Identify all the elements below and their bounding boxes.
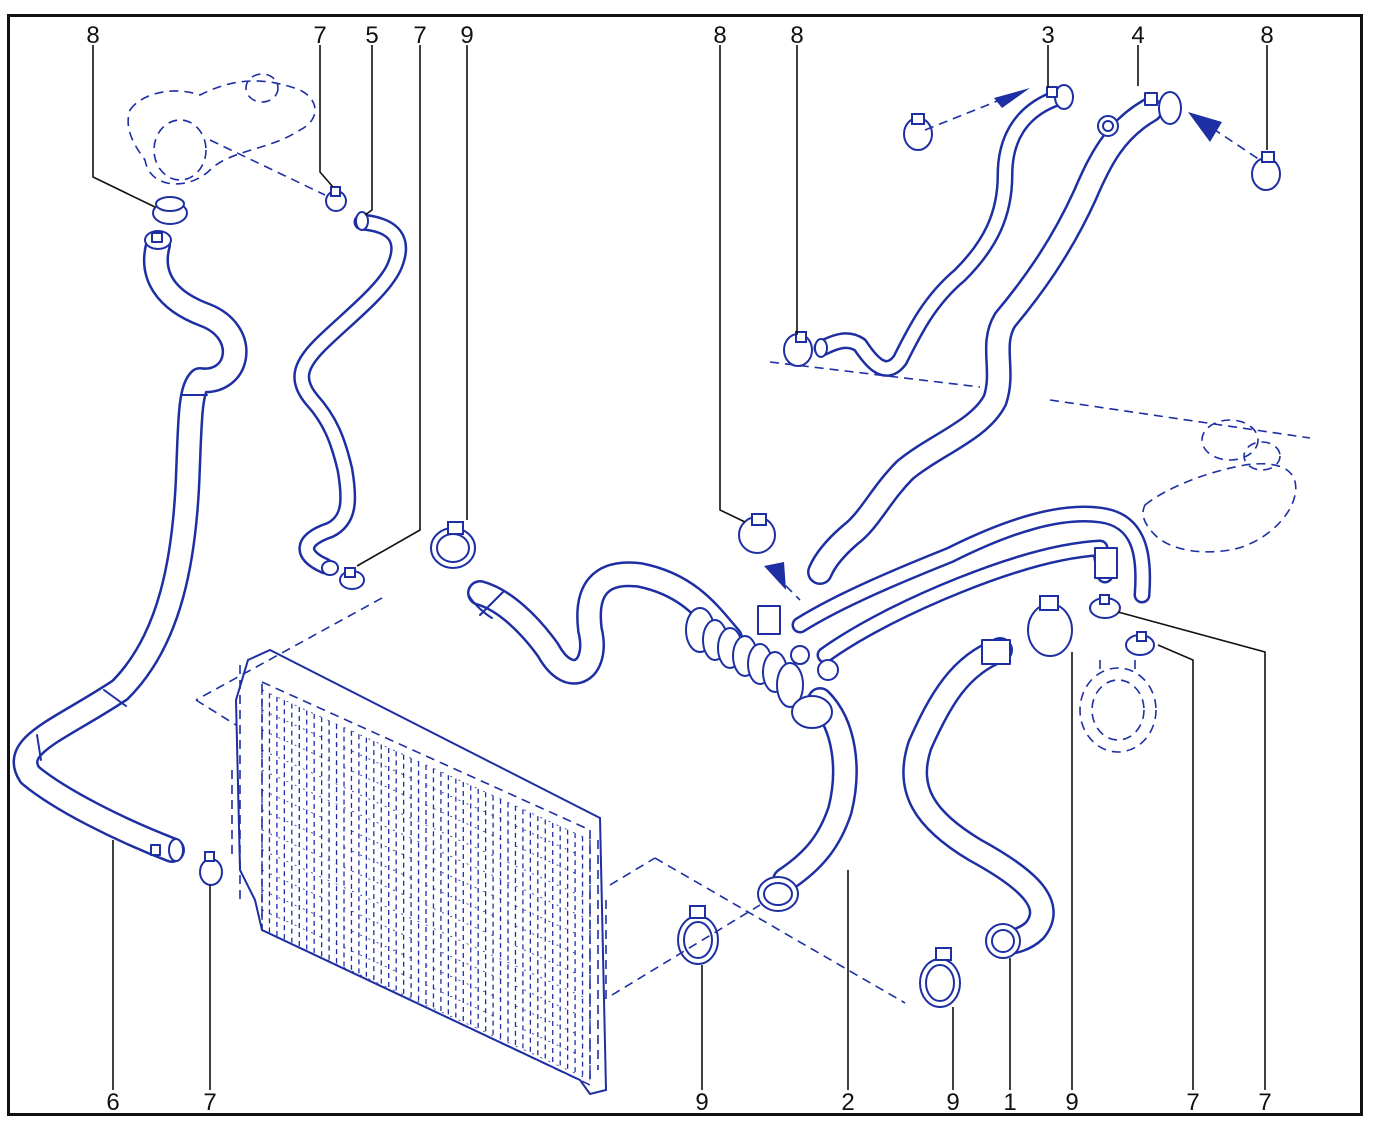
clamp-8-top-left (152, 196, 188, 225)
radiator-tube-row (261, 909, 591, 1061)
radiator-tube-row (261, 749, 591, 901)
hose-6 (12, 230, 248, 863)
callout-numbers: 8 7 5 7 9 8 8 3 4 8 6 7 9 2 9 1 9 7 7 (86, 22, 1273, 1116)
hose-3 (813, 84, 1074, 377)
clamp-9-top (430, 521, 476, 569)
radiator-core (261, 689, 591, 1081)
hose-4 (807, 91, 1182, 585)
radiator-tube-row (261, 809, 591, 961)
clamp-9-bottom-a (677, 905, 719, 965)
callout-7: 7 (203, 1089, 216, 1116)
hose-2 (757, 687, 858, 912)
hose-bypass (791, 505, 1152, 664)
clamp-8-mid (738, 513, 776, 554)
radiator-tube-row (261, 829, 591, 981)
callout-7: 7 (1186, 1089, 1199, 1116)
radiator-tube-row (261, 709, 591, 861)
callout-leaders (92, 45, 1268, 1090)
callout-9: 9 (1065, 1089, 1078, 1116)
clamp-9-right (1027, 595, 1073, 657)
diagram-frame (7, 14, 1363, 1116)
direction-arrows (764, 88, 1222, 590)
hose-1 (902, 637, 1055, 959)
callout-7: 7 (313, 22, 326, 49)
clamp-7-right-b (1125, 631, 1155, 656)
radiator-tube-row (261, 869, 591, 1021)
radiator-tube-row (261, 689, 591, 841)
callout-9: 9 (460, 22, 473, 49)
guide-lines (195, 99, 1261, 1004)
clamp-3-end (903, 113, 933, 151)
arrow-to-coupling (764, 562, 786, 590)
callout-7: 7 (1258, 1089, 1271, 1116)
engine-block-right (1049, 399, 1311, 553)
radiator-tube-row (261, 769, 591, 921)
callout-1: 1 (1003, 1089, 1016, 1116)
clamp-7-bottom-left (199, 851, 223, 886)
radiator-tube-row (261, 929, 591, 1081)
arrow-to-hose-4 (1188, 112, 1222, 142)
callout-3: 3 (1041, 22, 1054, 49)
clamp-9-bottom-b (919, 947, 961, 1008)
clamp-7-right-a (1089, 594, 1121, 619)
callout-2: 2 (841, 1089, 854, 1116)
callout-4: 4 (1131, 22, 1144, 49)
hose-2-upper-branch (467, 561, 743, 685)
clamp-8-top-right (1251, 151, 1281, 191)
clamp-7-top-b (339, 567, 365, 590)
central-coupling (685, 605, 839, 729)
callout-7: 7 (413, 22, 426, 49)
radiator-tube-row (261, 889, 591, 1041)
hose-5 (293, 211, 408, 576)
radiator-tube-row (261, 789, 591, 941)
radiator-tube-row (261, 729, 591, 881)
callout-8: 8 (86, 22, 99, 49)
clamp-8-left-hose3 (783, 331, 813, 367)
radiator (231, 648, 608, 1096)
callout-9: 9 (695, 1089, 708, 1116)
thermostat-housing-right (1079, 660, 1157, 753)
callout-9: 9 (946, 1089, 959, 1116)
radiator-tube-row (261, 849, 591, 1001)
callout-8: 8 (713, 22, 726, 49)
callout-5: 5 (365, 22, 378, 49)
engine-outlet-top-left (127, 73, 326, 196)
clamps (152, 113, 1281, 1008)
clamp-7-top-a (325, 186, 347, 212)
arrow-to-hose-3 (994, 88, 1030, 108)
callout-6: 6 (106, 1089, 119, 1116)
callout-8: 8 (1260, 22, 1273, 49)
callout-8: 8 (790, 22, 803, 49)
